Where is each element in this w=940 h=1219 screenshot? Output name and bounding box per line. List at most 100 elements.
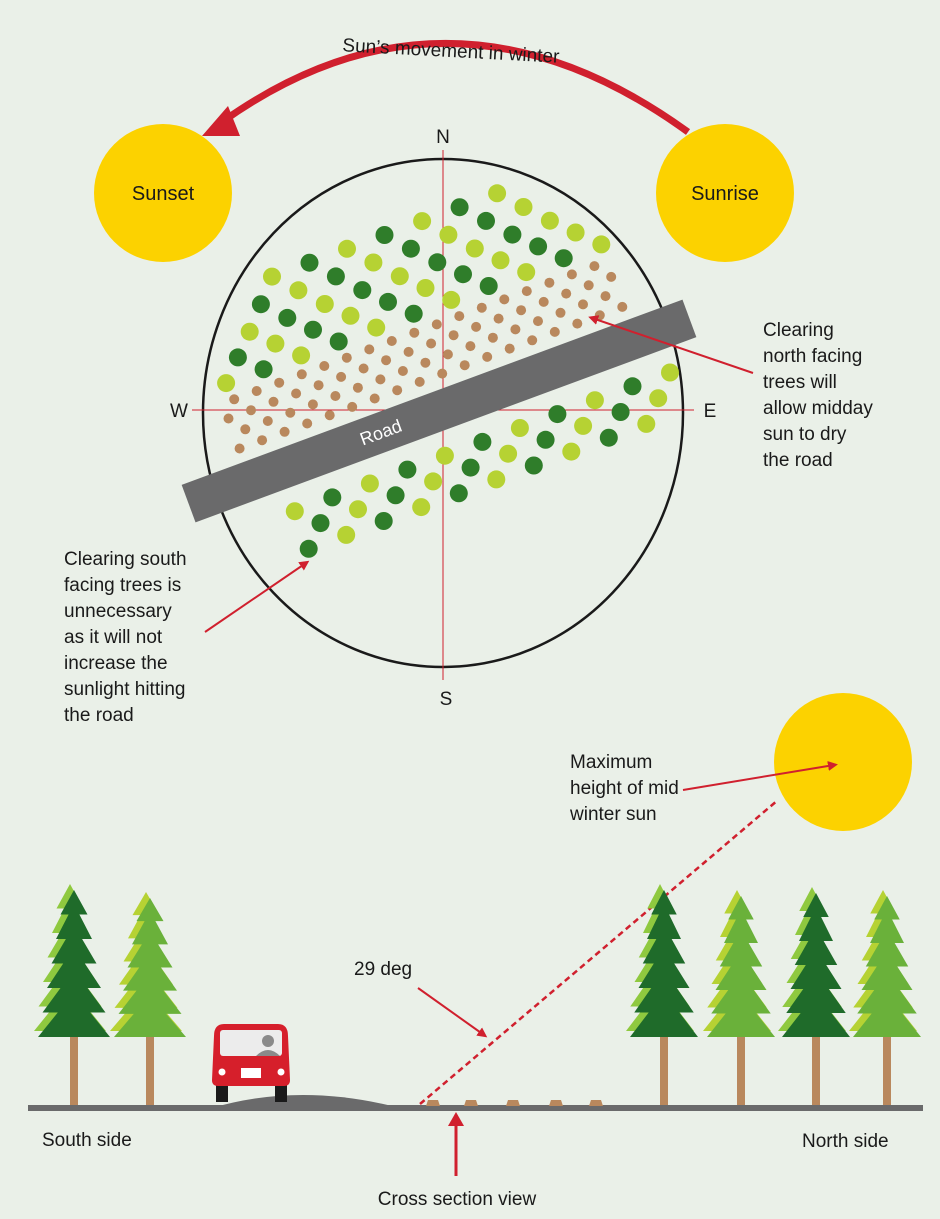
- north-tree-dot: [540, 211, 559, 230]
- stump-dot: [600, 291, 611, 302]
- stump-dot: [341, 352, 352, 363]
- north-note-line-1: Clearing: [763, 320, 834, 341]
- max-sun-note: Maximum height of mid winter sun: [569, 752, 679, 825]
- north-tree-dot: [217, 374, 236, 393]
- south-tree-dot: [499, 444, 518, 463]
- north-tree-dot: [416, 279, 435, 297]
- angle-label: 29 deg: [354, 959, 412, 980]
- north-note-line-4: allow midday: [763, 398, 873, 419]
- north-tree-dot: [278, 308, 297, 327]
- stump-dot: [296, 369, 307, 380]
- stump-dot: [409, 327, 420, 338]
- stump: [506, 1100, 520, 1106]
- south-tree-dot: [661, 363, 679, 382]
- stump-dot: [307, 399, 318, 410]
- south-tree-dot: [337, 525, 356, 544]
- angle-arrow: [417, 987, 488, 1038]
- stump-dot: [386, 336, 397, 346]
- stump: [549, 1100, 563, 1106]
- north-tree-dot: [529, 237, 548, 256]
- south-tree-dot: [487, 470, 506, 489]
- stump-dot: [437, 368, 448, 379]
- stump-dot: [291, 388, 302, 399]
- south-note-line-6: sunlight hitting: [64, 679, 185, 700]
- south-tree-dot: [585, 391, 604, 410]
- south-tree-dot: [524, 456, 543, 475]
- tree-trunk: [883, 1022, 891, 1105]
- north-side-label: North side: [802, 1131, 889, 1152]
- stump-dot: [257, 435, 268, 446]
- north-tree-dot: [240, 322, 259, 341]
- midwinter-sun: [774, 693, 912, 831]
- stump-dot: [279, 426, 290, 437]
- south-tree-dot: [285, 502, 304, 521]
- north-tree-dot: [315, 295, 334, 313]
- max-sun-note-line-1: Maximum: [570, 752, 652, 773]
- south-tree-band: [285, 363, 679, 558]
- stump-dot: [392, 385, 403, 396]
- north-note-line-2: north facing: [763, 346, 862, 367]
- sun-movement-arrowhead: [202, 106, 240, 136]
- south-note-line-3: unnecessary: [64, 601, 172, 622]
- stump-dot: [561, 288, 572, 299]
- stump-dot: [330, 391, 341, 401]
- south-tree-dot: [623, 377, 642, 396]
- stump-dot: [240, 424, 251, 435]
- stump-dot: [223, 413, 234, 424]
- north-tree-dot: [292, 346, 311, 365]
- stump-dot: [375, 374, 386, 385]
- conifer-tree: [849, 890, 921, 1105]
- stump-dot: [465, 341, 476, 352]
- cross-section-label: Cross section view: [378, 1189, 537, 1210]
- stump-dot: [420, 357, 431, 368]
- stump-dot: [234, 443, 245, 454]
- north-tree-dot: [514, 198, 533, 216]
- stump-dot: [504, 343, 515, 354]
- south-tree-dot: [611, 403, 630, 421]
- conifer-tree: [626, 884, 698, 1105]
- road: Road: [181, 299, 697, 523]
- north-tree-dot: [404, 304, 423, 323]
- south-note-line-7: the road: [64, 705, 134, 726]
- car-plate: [241, 1068, 261, 1078]
- north-tree-dot: [375, 226, 394, 244]
- sun-angle-ray: [419, 799, 779, 1105]
- stump-dot: [555, 307, 566, 318]
- stump: [464, 1100, 478, 1106]
- north-cleared-stumps: [223, 261, 628, 454]
- stump-dot: [566, 269, 577, 280]
- car-driver-body: [256, 1050, 280, 1056]
- stump-dot: [499, 294, 510, 305]
- north-tree-dot: [477, 211, 495, 230]
- north-tree-dot: [254, 360, 273, 379]
- tree-foliage: [38, 890, 110, 1037]
- north-tree-dot: [338, 239, 356, 258]
- stump-dot: [454, 311, 465, 322]
- stump-dot: [381, 355, 392, 366]
- south-tree-dot: [386, 486, 405, 505]
- stump: [589, 1100, 603, 1106]
- stump-dot: [352, 382, 363, 393]
- north-tree-dot: [364, 253, 383, 272]
- north-tree-dot: [488, 184, 507, 203]
- north-tree-band: [217, 184, 611, 393]
- cross-section-stumps: [426, 1100, 603, 1106]
- north-tree-dot: [326, 267, 345, 286]
- north-tree-dot: [367, 318, 386, 337]
- stump-dot: [606, 271, 617, 282]
- north-tree-dot: [503, 225, 522, 244]
- stump-dot: [578, 299, 588, 310]
- stump-dot: [583, 280, 594, 291]
- south-note-line-5: increase the: [64, 653, 168, 674]
- north-tree-dot: [341, 306, 360, 325]
- stump-dot: [251, 386, 262, 396]
- road-mound: [212, 1095, 400, 1108]
- car-driver-head: [262, 1035, 274, 1047]
- car-headlight-right: [277, 1068, 285, 1076]
- stump-dot: [617, 301, 628, 312]
- tree-foliage: [782, 893, 850, 1037]
- stump-dot: [268, 396, 279, 407]
- south-tree-dot: [548, 405, 567, 424]
- north-note-line-6: the road: [763, 450, 833, 471]
- north-tree-dot: [304, 320, 322, 339]
